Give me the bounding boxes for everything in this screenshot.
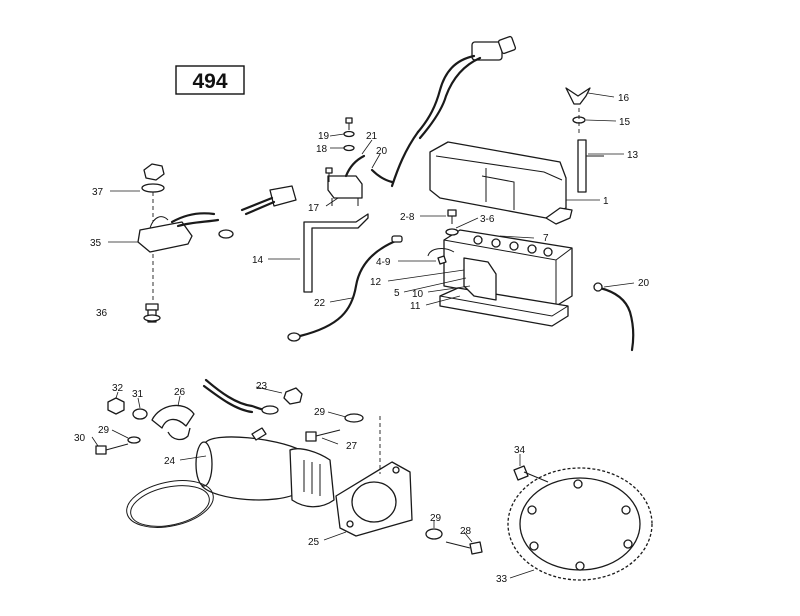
callout-32: 32 xyxy=(112,383,124,394)
wire-connector xyxy=(218,185,297,239)
ground-cable-20 xyxy=(593,282,635,352)
nut-32 xyxy=(107,397,125,415)
callout-13: 13 xyxy=(627,150,639,161)
callout-22: 22 xyxy=(314,298,326,309)
callout-labels: 16 15 13 1 7 20 19 18 21 20 17 2-8 3-6 4… xyxy=(74,93,650,585)
callout-29-bottom: 29 xyxy=(430,513,442,524)
leader-lines xyxy=(91,92,635,579)
callout-12: 12 xyxy=(370,277,382,288)
battery-box xyxy=(429,141,573,225)
bolt-30 xyxy=(95,443,129,455)
callout-25: 25 xyxy=(308,537,320,548)
page-number: 494 xyxy=(192,70,227,93)
callout-31: 31 xyxy=(132,389,144,400)
callout-34: 34 xyxy=(514,445,526,456)
page-number-badge: 494 xyxy=(175,65,245,95)
callout-29-mid: 29 xyxy=(314,407,326,418)
callout-29-left: 29 xyxy=(98,425,110,436)
callout-24: 24 xyxy=(164,456,176,467)
callout-10: 10 xyxy=(412,289,424,300)
starter-cable-23 xyxy=(202,378,279,415)
callout-16: 16 xyxy=(618,93,630,104)
bracket-12 xyxy=(427,248,497,301)
callout-27: 27 xyxy=(346,441,358,452)
mounting-plate-25 xyxy=(335,461,413,537)
key-switch xyxy=(390,35,517,188)
bolt-34 xyxy=(513,465,549,483)
callout-3-6: 3-6 xyxy=(480,214,495,225)
wing-nut-16 xyxy=(565,87,591,136)
callout-5: 5 xyxy=(394,288,400,299)
ring-gear-33 xyxy=(507,467,653,581)
callout-4-9: 4-9 xyxy=(376,257,391,268)
callout-23: 23 xyxy=(256,381,268,392)
callout-37: 37 xyxy=(92,187,104,198)
callout-26: 26 xyxy=(174,387,186,398)
screw-17 xyxy=(325,167,333,182)
callout-35: 35 xyxy=(90,238,102,249)
callout-14: 14 xyxy=(252,255,264,266)
bolt-27 xyxy=(305,429,341,442)
washer-29-bottom xyxy=(425,528,443,540)
callout-18: 18 xyxy=(316,144,328,155)
strap-13 xyxy=(577,139,604,193)
clamp-24 xyxy=(126,480,214,528)
bolt-36 xyxy=(143,303,161,323)
callout-30: 30 xyxy=(74,433,86,444)
callout-20-top: 20 xyxy=(376,146,388,157)
screw-2-8 xyxy=(437,209,459,265)
callout-11: 11 xyxy=(410,301,421,312)
callout-2-8: 2-8 xyxy=(400,212,415,223)
callout-15: 15 xyxy=(619,117,631,128)
bolt-19 xyxy=(343,117,355,152)
starter-motor xyxy=(195,427,335,508)
regulator-bracket xyxy=(303,154,394,293)
battery-cable-22 xyxy=(287,235,403,342)
callout-17: 17 xyxy=(308,203,320,214)
nut-37 xyxy=(141,163,165,193)
callout-36: 36 xyxy=(96,308,108,319)
nut-23 xyxy=(283,387,303,405)
callout-28: 28 xyxy=(460,526,472,537)
callout-1: 1 xyxy=(603,196,609,207)
washer-31 xyxy=(132,408,148,420)
washer-29-left xyxy=(127,436,141,444)
callout-19: 19 xyxy=(318,131,330,142)
callout-7: 7 xyxy=(543,233,549,244)
callout-21: 21 xyxy=(366,131,378,142)
callout-33: 33 xyxy=(496,574,508,585)
callout-20-right: 20 xyxy=(638,278,650,289)
bracket-26 xyxy=(151,404,195,441)
module-35 xyxy=(137,212,220,253)
washer-29-mid xyxy=(344,413,364,423)
bolt-28 xyxy=(445,541,483,555)
